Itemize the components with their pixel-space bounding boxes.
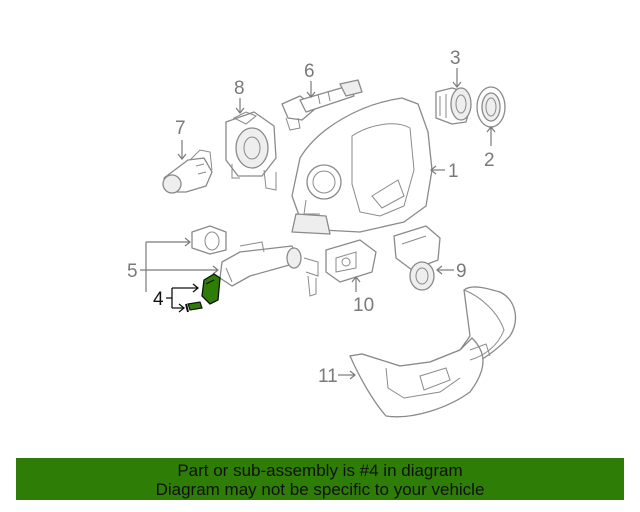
callout-3: 3: [450, 48, 462, 88]
part-9-key-cylinder[interactable]: [393, 225, 441, 291]
banner-line-disclaimer: Diagram may not be specific to your vehi…: [155, 480, 485, 499]
banner-line-part-number: Part or sub-assembly is #4 in diagram: [177, 461, 463, 480]
part-2-ring[interactable]: [476, 86, 506, 128]
callout-10-label: 10: [353, 295, 374, 316]
part-11-lower-shroud[interactable]: [349, 286, 517, 418]
part-3-lock-cylinder[interactable]: [435, 87, 472, 125]
part-10-cover[interactable]: [325, 239, 377, 283]
callout-3-label: 3: [450, 48, 461, 69]
part-7-switch[interactable]: [162, 149, 213, 194]
callout-10: 10: [351, 276, 374, 316]
callout-6-label: 6: [304, 61, 315, 82]
callout-7: 7: [175, 118, 187, 160]
info-banner: Part or sub-assembly is #4 in diagram Di…: [16, 458, 624, 500]
callout-8-label: 8: [234, 78, 245, 99]
callout-6: 6: [304, 61, 316, 98]
part-8-clock-spring[interactable]: [225, 111, 277, 191]
callout-11-label: 11: [318, 366, 338, 387]
callout-2: 2: [484, 126, 496, 171]
callout-8: 8: [234, 78, 245, 114]
callout-4: 4: [153, 283, 200, 313]
callout-1: 1: [430, 161, 459, 182]
callout-5: 5: [127, 237, 219, 292]
callout-4-label: 4: [153, 289, 164, 310]
callout-9-label: 9: [456, 261, 467, 282]
callout-7-label: 7: [175, 118, 186, 139]
part-1-upper-shroud[interactable]: [291, 97, 433, 235]
part-4-bracket-highlighted[interactable]: [185, 273, 221, 313]
callout-9: 9: [436, 261, 467, 282]
callout-11: 11: [318, 366, 356, 387]
callout-5-label: 5: [127, 261, 138, 282]
callout-1-label: 1: [448, 161, 459, 182]
callout-2-label: 2: [484, 150, 495, 171]
part-6-switch-lever[interactable]: [281, 79, 363, 131]
part-5-ignition-switch[interactable]: [191, 225, 319, 297]
